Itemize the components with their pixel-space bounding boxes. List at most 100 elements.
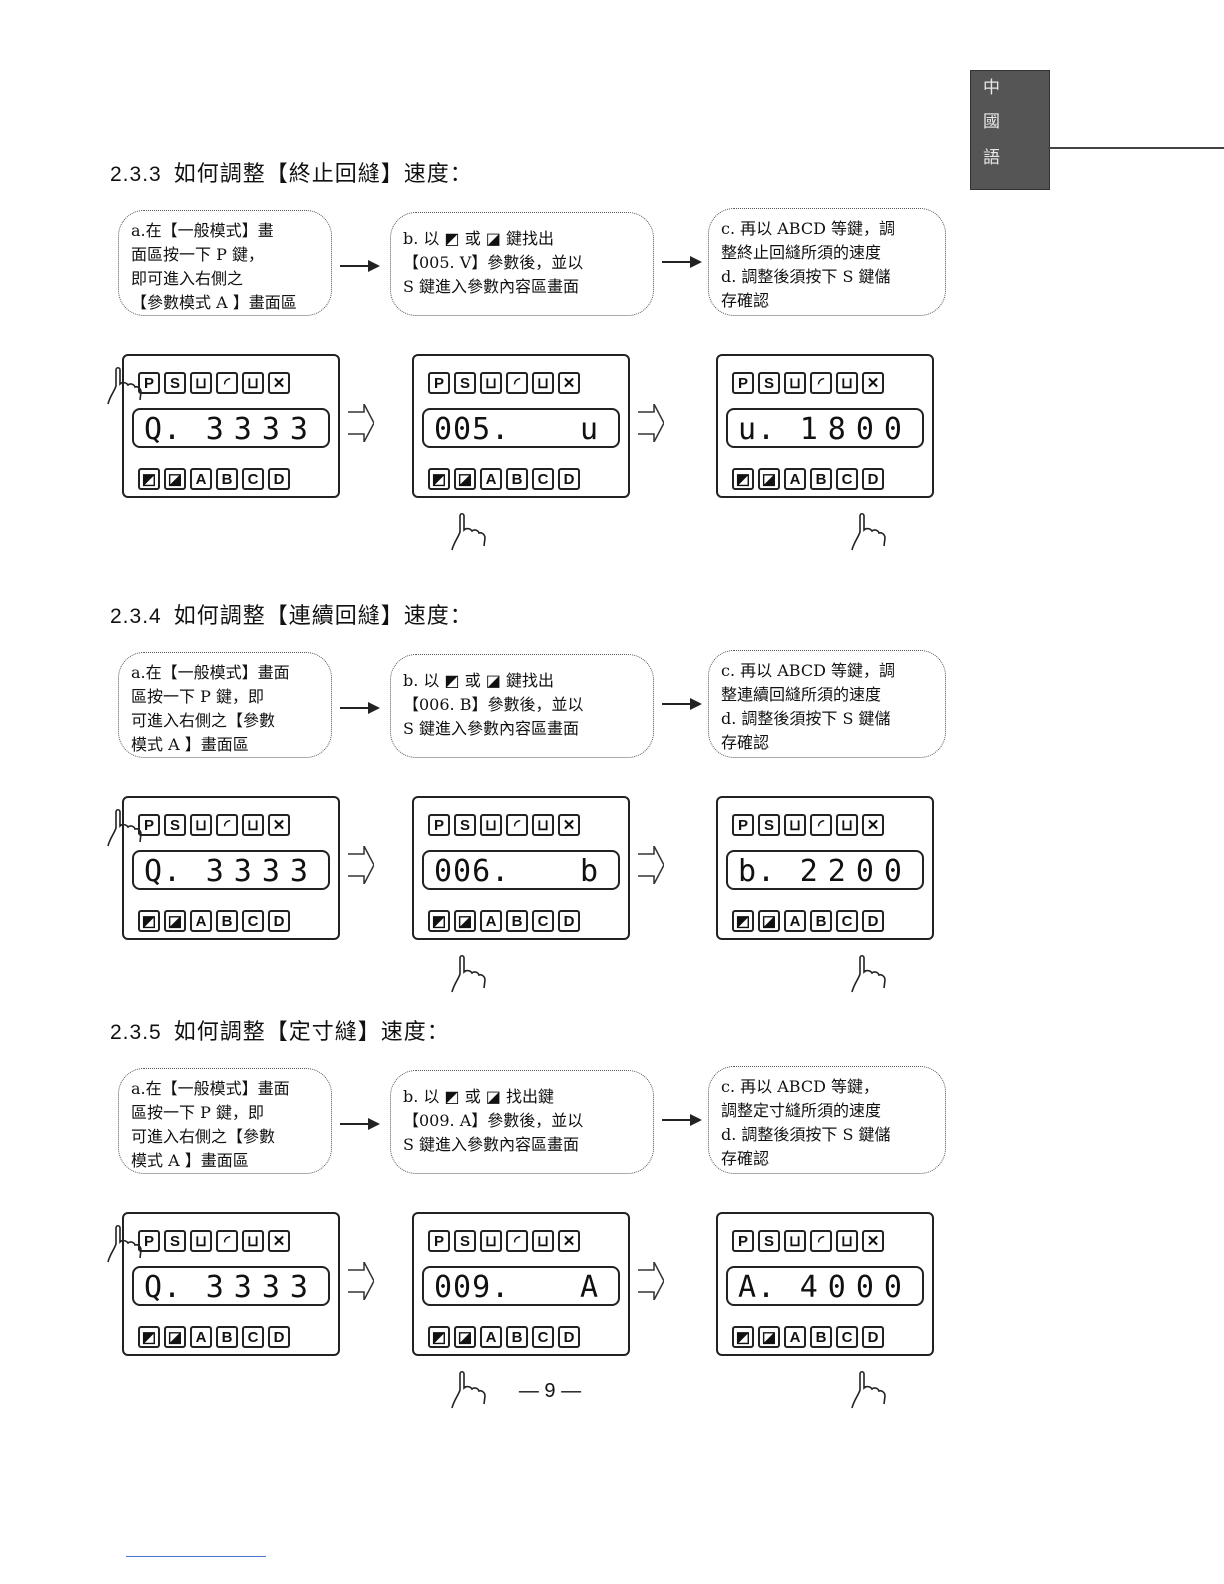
- bottom-stitch-icon[interactable]: ⊔: [532, 1230, 554, 1252]
- d-key[interactable]: D: [558, 468, 580, 490]
- p-key[interactable]: P: [428, 814, 450, 836]
- c-key[interactable]: C: [242, 468, 264, 490]
- up-arrow-key-icon[interactable]: ◩: [732, 468, 754, 490]
- up-arrow-key-icon[interactable]: ◩: [428, 910, 450, 932]
- stitch-icon[interactable]: ⊔: [480, 1230, 502, 1252]
- stitch-icon[interactable]: ⊔: [190, 1230, 212, 1252]
- a-key[interactable]: A: [480, 468, 502, 490]
- a-key[interactable]: A: [480, 910, 502, 932]
- d-key[interactable]: D: [862, 1326, 884, 1348]
- stitch-icon[interactable]: ⊔: [784, 814, 806, 836]
- b-key[interactable]: B: [506, 910, 528, 932]
- b-key[interactable]: B: [216, 910, 238, 932]
- up-arrow-key-icon[interactable]: ◩: [732, 1326, 754, 1348]
- c-key[interactable]: C: [836, 910, 858, 932]
- d-key[interactable]: D: [268, 1326, 290, 1348]
- trim-icon[interactable]: ✕: [862, 814, 884, 836]
- a-key[interactable]: A: [784, 910, 806, 932]
- curve-icon[interactable]: ◜: [216, 814, 238, 836]
- curve-icon[interactable]: ◜: [506, 372, 528, 394]
- up-arrow-key-icon[interactable]: ◩: [138, 910, 160, 932]
- up-arrow-key-icon[interactable]: ◩: [428, 468, 450, 490]
- trim-icon[interactable]: ✕: [268, 814, 290, 836]
- p-key[interactable]: P: [732, 372, 754, 394]
- b-key[interactable]: B: [810, 468, 832, 490]
- c-key[interactable]: C: [836, 1326, 858, 1348]
- trim-icon[interactable]: ✕: [558, 1230, 580, 1252]
- s-key[interactable]: S: [454, 372, 476, 394]
- bottom-stitch-icon[interactable]: ⊔: [242, 372, 264, 394]
- p-key[interactable]: P: [138, 814, 160, 836]
- a-key[interactable]: A: [190, 468, 212, 490]
- s-key[interactable]: S: [454, 814, 476, 836]
- b-key[interactable]: B: [216, 468, 238, 490]
- stitch-icon[interactable]: ⊔: [784, 372, 806, 394]
- p-key[interactable]: P: [428, 1230, 450, 1252]
- trim-icon[interactable]: ✕: [268, 1230, 290, 1252]
- b-key[interactable]: B: [810, 1326, 832, 1348]
- bottom-stitch-icon[interactable]: ⊔: [242, 1230, 264, 1252]
- d-key[interactable]: D: [558, 910, 580, 932]
- a-key[interactable]: A: [190, 1326, 212, 1348]
- down-arrow-key-icon[interactable]: ◪: [164, 468, 186, 490]
- stitch-icon[interactable]: ⊔: [784, 1230, 806, 1252]
- s-key[interactable]: S: [164, 814, 186, 836]
- d-key[interactable]: D: [558, 1326, 580, 1348]
- c-key[interactable]: C: [242, 910, 264, 932]
- down-arrow-key-icon[interactable]: ◪: [758, 1326, 780, 1348]
- up-arrow-key-icon[interactable]: ◩: [138, 468, 160, 490]
- bottom-stitch-icon[interactable]: ⊔: [532, 814, 554, 836]
- c-key[interactable]: C: [242, 1326, 264, 1348]
- a-key[interactable]: A: [190, 910, 212, 932]
- stitch-icon[interactable]: ⊔: [480, 814, 502, 836]
- p-key[interactable]: P: [138, 1230, 160, 1252]
- up-arrow-key-icon[interactable]: ◩: [732, 910, 754, 932]
- trim-icon[interactable]: ✕: [558, 814, 580, 836]
- curve-icon[interactable]: ◜: [810, 372, 832, 394]
- p-key[interactable]: P: [428, 372, 450, 394]
- d-key[interactable]: D: [268, 468, 290, 490]
- d-key[interactable]: D: [268, 910, 290, 932]
- bottom-stitch-icon[interactable]: ⊔: [836, 814, 858, 836]
- c-key[interactable]: C: [532, 910, 554, 932]
- p-key[interactable]: P: [732, 1230, 754, 1252]
- s-key[interactable]: S: [454, 1230, 476, 1252]
- curve-icon[interactable]: ◜: [506, 814, 528, 836]
- down-arrow-key-icon[interactable]: ◪: [454, 468, 476, 490]
- s-key[interactable]: S: [758, 814, 780, 836]
- s-key[interactable]: S: [164, 1230, 186, 1252]
- trim-icon[interactable]: ✕: [862, 372, 884, 394]
- trim-icon[interactable]: ✕: [558, 372, 580, 394]
- b-key[interactable]: B: [506, 1326, 528, 1348]
- down-arrow-key-icon[interactable]: ◪: [164, 1326, 186, 1348]
- d-key[interactable]: D: [862, 910, 884, 932]
- c-key[interactable]: C: [532, 468, 554, 490]
- a-key[interactable]: A: [784, 1326, 806, 1348]
- curve-icon[interactable]: ◜: [216, 372, 238, 394]
- stitch-icon[interactable]: ⊔: [190, 814, 212, 836]
- b-key[interactable]: B: [810, 910, 832, 932]
- s-key[interactable]: S: [164, 372, 186, 394]
- curve-icon[interactable]: ◜: [506, 1230, 528, 1252]
- stitch-icon[interactable]: ⊔: [480, 372, 502, 394]
- c-key[interactable]: C: [836, 468, 858, 490]
- p-key[interactable]: P: [732, 814, 754, 836]
- a-key[interactable]: A: [480, 1326, 502, 1348]
- curve-icon[interactable]: ◜: [810, 1230, 832, 1252]
- down-arrow-key-icon[interactable]: ◪: [758, 910, 780, 932]
- down-arrow-key-icon[interactable]: ◪: [758, 468, 780, 490]
- bottom-stitch-icon[interactable]: ⊔: [242, 814, 264, 836]
- curve-icon[interactable]: ◜: [216, 1230, 238, 1252]
- a-key[interactable]: A: [784, 468, 806, 490]
- up-arrow-key-icon[interactable]: ◩: [428, 1326, 450, 1348]
- bottom-stitch-icon[interactable]: ⊔: [836, 1230, 858, 1252]
- d-key[interactable]: D: [862, 468, 884, 490]
- b-key[interactable]: B: [216, 1326, 238, 1348]
- down-arrow-key-icon[interactable]: ◪: [454, 910, 476, 932]
- p-key[interactable]: P: [138, 372, 160, 394]
- s-key[interactable]: S: [758, 372, 780, 394]
- b-key[interactable]: B: [506, 468, 528, 490]
- bottom-stitch-icon[interactable]: ⊔: [532, 372, 554, 394]
- stitch-icon[interactable]: ⊔: [190, 372, 212, 394]
- c-key[interactable]: C: [532, 1326, 554, 1348]
